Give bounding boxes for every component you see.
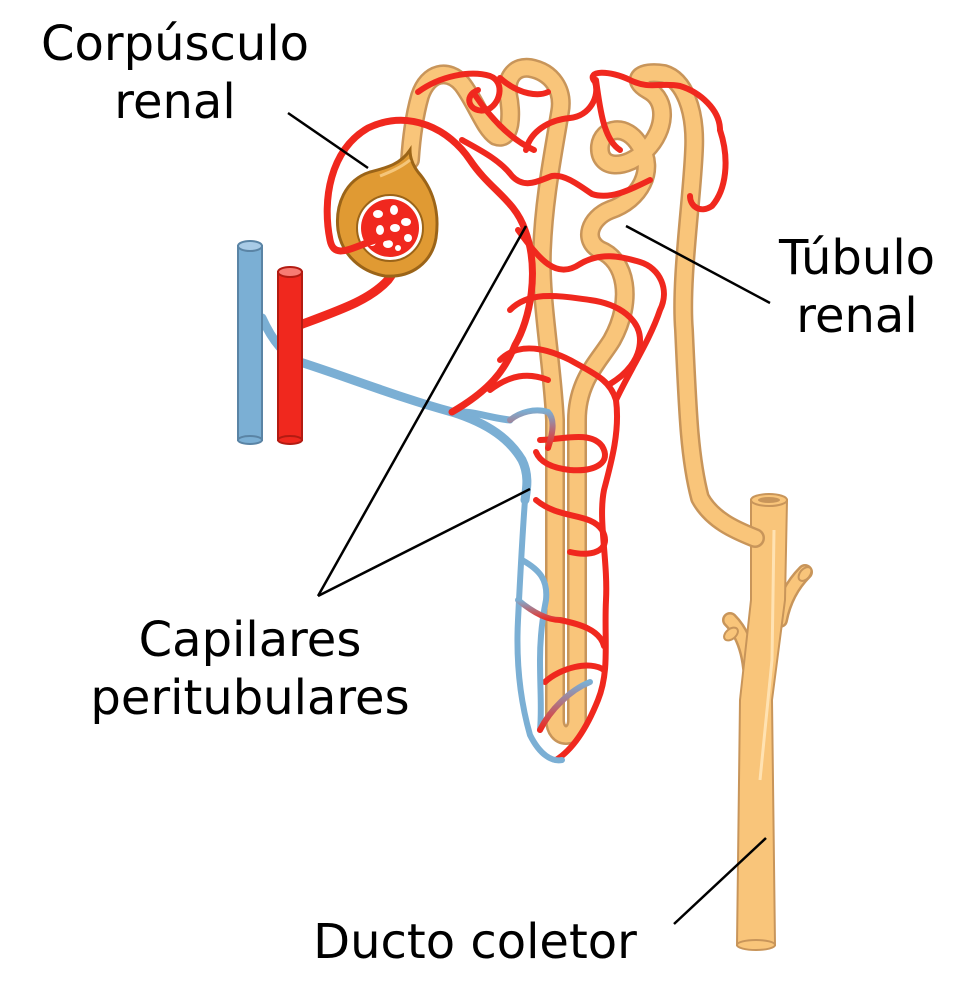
artery-vessel (277, 241, 399, 445)
leader-duct (673, 837, 767, 925)
leader-capillaries-lower (317, 487, 531, 598)
label-capillaries-line2: peritubulares (90, 669, 410, 726)
label-renal-corpuscle: Corpúsculo renal (20, 16, 330, 131)
label-corpuscle-line2: renal (114, 73, 236, 130)
peritubular-capillaries (323, 69, 729, 764)
label-tubule-line1: Túbulo (778, 230, 936, 286)
label-capillaries-line1: Capilares (138, 612, 362, 668)
leader-capillaries-upper (316, 225, 528, 597)
collecting-duct (722, 493, 813, 951)
leader-corpuscle (287, 111, 369, 170)
leader-tubule (625, 224, 771, 305)
label-peritubular-capillaries: Capilares peritubulares (60, 612, 440, 727)
renal-corpuscle (335, 145, 439, 278)
label-corpuscle-line1: Corpúsculo (40, 16, 310, 72)
label-renal-tubule: Túbulo renal (752, 230, 962, 345)
label-collecting-duct: Ducto coletor (290, 914, 660, 972)
renal-tubule (400, 57, 765, 745)
label-duct-text: Ducto coletor (313, 914, 637, 970)
label-tubule-line2: renal (796, 287, 918, 344)
leader-lines (287, 111, 771, 925)
